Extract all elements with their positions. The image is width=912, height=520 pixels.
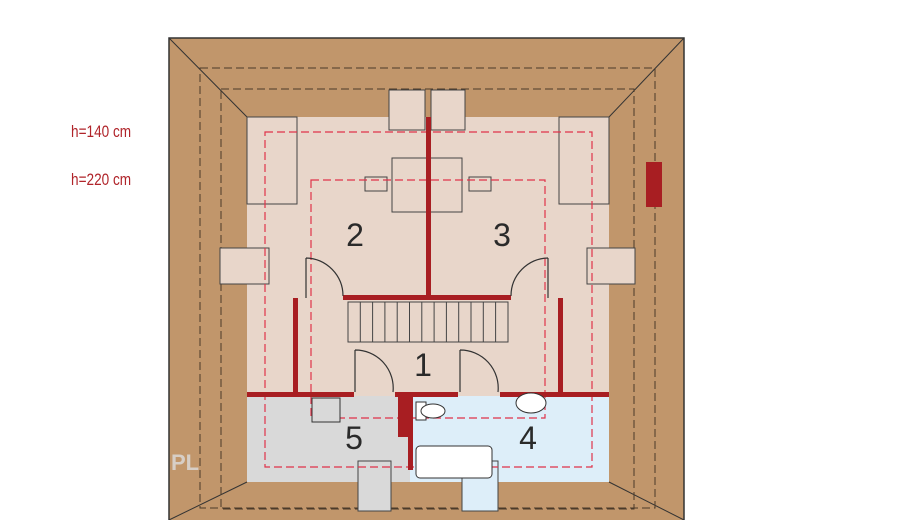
staircase (347, 301, 509, 343)
height-220-label: h=220 cm (71, 170, 132, 189)
bathroom-fixtures (311, 392, 547, 479)
room-number-1: 1 (414, 347, 432, 383)
room-number-4: 4 (519, 420, 537, 456)
height-220-line (310, 179, 546, 419)
walls (247, 117, 662, 470)
room-number-2: 2 (346, 217, 364, 253)
roof-outline-dashed (199, 67, 656, 510)
watermark: PL (171, 450, 199, 475)
height-140-label: h=140 cm (71, 122, 132, 141)
room-number-5: 5 (345, 420, 363, 456)
roof-hips (168, 37, 685, 520)
doors (305, 257, 549, 393)
room-number-3: 3 (493, 217, 511, 253)
